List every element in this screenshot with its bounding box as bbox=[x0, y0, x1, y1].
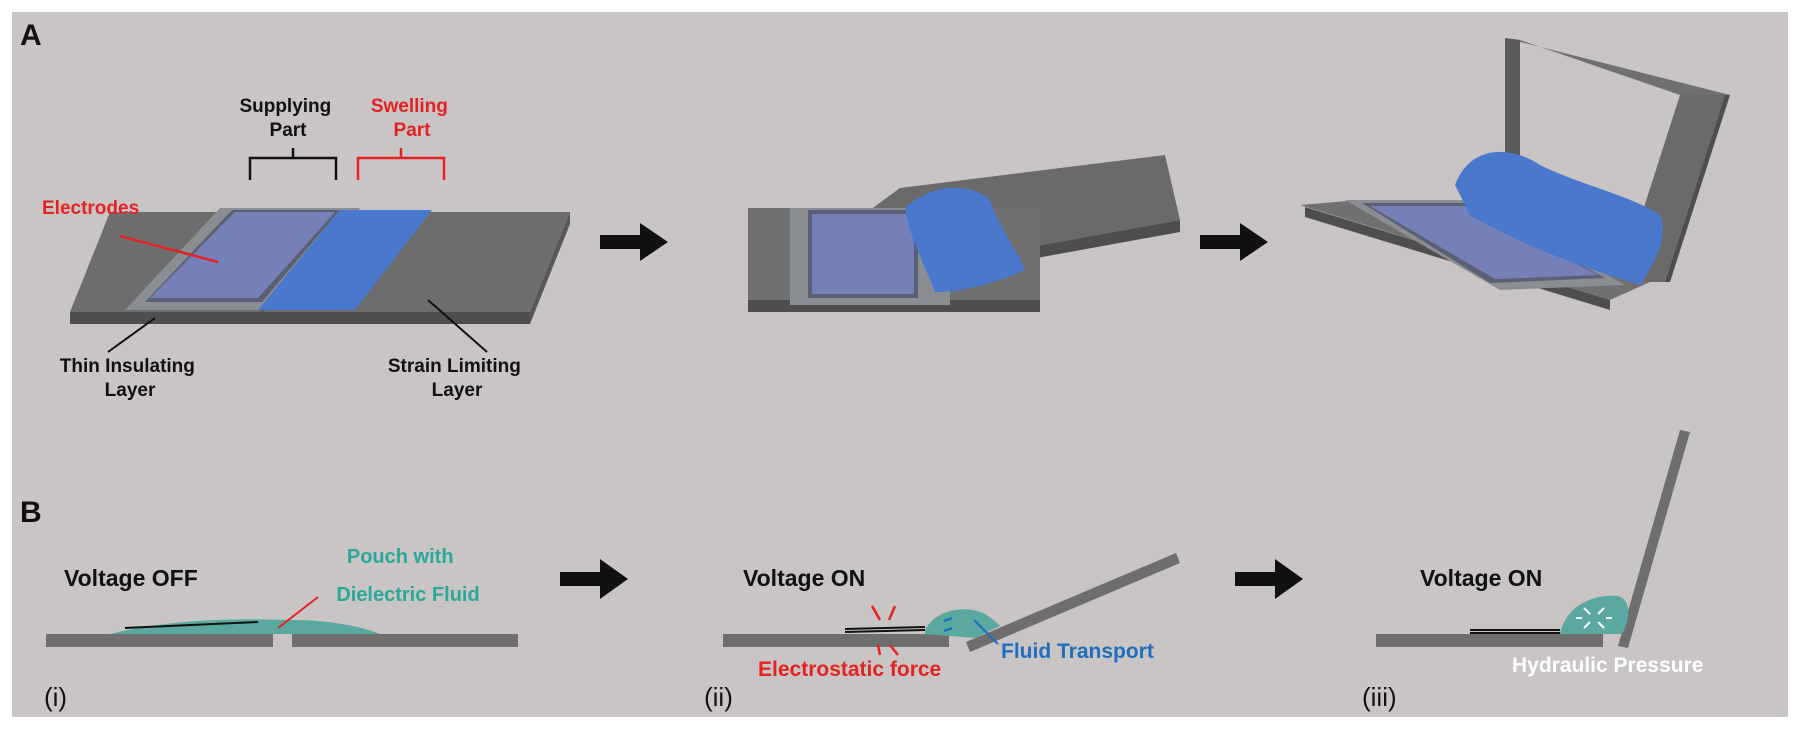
panel-a-letter: A bbox=[20, 19, 42, 52]
device-upright bbox=[1300, 38, 1730, 310]
voltage-on-label-ii: Voltage ON bbox=[743, 565, 865, 591]
pouch-blue-3 bbox=[1455, 151, 1663, 285]
step-i-schematic bbox=[46, 619, 518, 647]
electrodes-leader bbox=[119, 234, 219, 264]
hydraulic-pressure-label: Hydraulic Pressure bbox=[1512, 654, 1703, 677]
step-ii-schematic bbox=[723, 553, 1180, 656]
electrodes-label: Electrodes bbox=[42, 198, 139, 219]
supplying-part-bracket bbox=[248, 148, 338, 180]
step-ii-index: (ii) bbox=[704, 682, 733, 712]
voltage-on-label-iii: Voltage ON bbox=[1420, 565, 1542, 591]
electrostatic-force-label: Electrostatic force bbox=[758, 658, 941, 681]
electrode-2 bbox=[812, 214, 914, 294]
pouch-dielectric-label: Pouch with Dielectric Fluid bbox=[336, 546, 479, 606]
pouch-leader bbox=[277, 596, 319, 629]
pouch-blue-2 bbox=[905, 187, 1025, 292]
strain-limiting-leader bbox=[427, 299, 488, 353]
electrode-3 bbox=[1370, 206, 1598, 279]
upright-plate-iii bbox=[1618, 430, 1690, 648]
arrow-icon bbox=[560, 559, 628, 599]
electrode-1 bbox=[150, 212, 335, 298]
fluid-transport-label: Fluid Transport bbox=[1001, 640, 1154, 663]
step-iii-schematic bbox=[1376, 430, 1690, 648]
panel-b-letter: B bbox=[20, 496, 42, 529]
insulating-leader bbox=[107, 317, 156, 353]
figure-background bbox=[12, 12, 1788, 717]
pouch-blue-1 bbox=[258, 210, 432, 310]
arrow-icon bbox=[1200, 223, 1268, 261]
voltage-off-label: Voltage OFF bbox=[64, 565, 198, 591]
strain-limiting-layer-label: Strain Limiting Layer bbox=[388, 356, 526, 401]
step-iii-index: (iii) bbox=[1362, 682, 1397, 712]
thin-insulating-layer-label: Thin Insulating Layer bbox=[60, 356, 200, 401]
supplying-part-label: Supplying Part bbox=[239, 96, 336, 141]
step-i-index: (i) bbox=[44, 682, 67, 712]
device-bending bbox=[748, 155, 1180, 312]
device-flat bbox=[70, 208, 570, 324]
dielectric-fluid-pouch-3 bbox=[1560, 595, 1629, 634]
arrow-icon bbox=[1235, 559, 1303, 599]
bending-plate-ii bbox=[966, 553, 1180, 652]
arrow-icon bbox=[600, 223, 668, 261]
dielectric-fluid-pouch-1 bbox=[110, 619, 380, 634]
fluid-transport-leader bbox=[973, 619, 999, 645]
swelling-part-bracket bbox=[356, 148, 446, 180]
dielectric-fluid-pouch-2 bbox=[925, 609, 1000, 638]
swelling-part-label: Swelling Part bbox=[371, 96, 453, 141]
